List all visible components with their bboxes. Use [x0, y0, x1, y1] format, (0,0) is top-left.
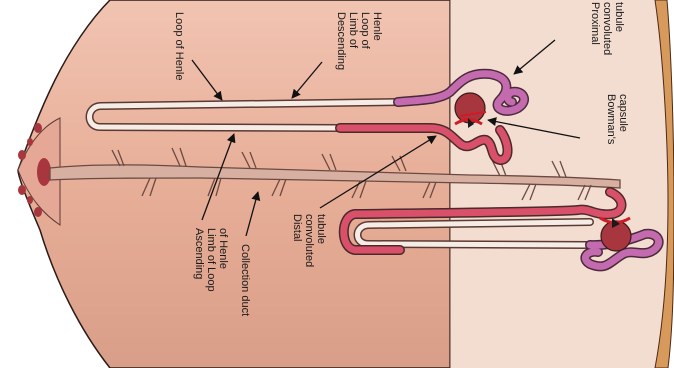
papilla-dot	[18, 150, 26, 160]
papilla-dot	[34, 123, 42, 133]
papilla-duct-opening	[37, 158, 51, 186]
papilla-dot	[27, 196, 33, 204]
label-collection-duct: Collection duct	[239, 244, 251, 316]
papilla-dot	[27, 138, 33, 146]
papilla-dot	[34, 207, 42, 217]
medulla-region	[18, 0, 450, 368]
label-loop-of-henle: Loop of Henle	[173, 12, 185, 81]
papilla-dot	[18, 185, 26, 195]
